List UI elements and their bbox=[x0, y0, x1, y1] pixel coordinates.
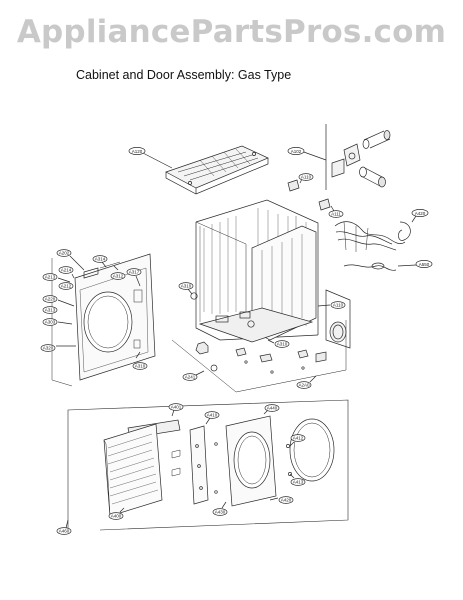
callout-duct: A102 bbox=[287, 124, 327, 190]
callout-frame-7: A320 bbox=[40, 344, 76, 352]
svg-text:A310: A310 bbox=[181, 284, 192, 289]
callout-foot-2: A2A0 bbox=[296, 375, 317, 389]
watermark-text: AppliancePartsPros.com bbox=[16, 14, 447, 50]
wiring-harness bbox=[334, 221, 411, 271]
svg-text:A313: A313 bbox=[45, 308, 56, 313]
callout-door-8: A413 bbox=[289, 473, 306, 486]
top-cover-plate bbox=[165, 145, 269, 195]
callout-cabinet-2: A110 bbox=[317, 301, 346, 309]
callout-frame-5: A313 bbox=[42, 306, 58, 314]
callout-frame-9: A312 bbox=[110, 265, 126, 280]
callout-harness-2: A550 bbox=[397, 260, 433, 268]
svg-text:A420: A420 bbox=[415, 211, 426, 216]
callout-foot-1: A241 bbox=[182, 370, 205, 381]
svg-text:A420: A420 bbox=[281, 498, 292, 503]
feet-hardware bbox=[195, 341, 327, 374]
svg-text:A111: A111 bbox=[331, 212, 341, 217]
foot-frame-lines bbox=[171, 320, 347, 393]
callout-door-9: A460 bbox=[56, 519, 72, 535]
svg-text:A214: A214 bbox=[61, 268, 72, 273]
callout-frame-top: A202 bbox=[56, 249, 85, 271]
door-panel bbox=[103, 423, 163, 517]
door-hinge-strip bbox=[171, 425, 218, 505]
callout-cabinet-1: A310 bbox=[178, 282, 194, 295]
duct-parts bbox=[331, 130, 391, 188]
callout-door-1: A401 bbox=[168, 403, 184, 417]
side-panel-parts bbox=[325, 289, 351, 349]
callout-frame-10: A317 bbox=[126, 268, 142, 287]
svg-text:A310: A310 bbox=[277, 342, 288, 347]
callout-door-6: A420 bbox=[269, 496, 294, 504]
svg-text:A110: A110 bbox=[301, 175, 312, 180]
callout-door-7: A412 bbox=[289, 434, 306, 447]
svg-text:A202: A202 bbox=[59, 251, 70, 256]
callout-frame-3: A212 bbox=[58, 282, 74, 290]
callout-frame-1: A213 bbox=[42, 273, 71, 283]
callout-frame-8: A314 bbox=[92, 255, 108, 268]
svg-text:A401: A401 bbox=[171, 405, 182, 410]
svg-text:A241: A241 bbox=[185, 375, 196, 380]
callout-cabinet-3: A310 bbox=[267, 339, 290, 348]
door-assembly-box bbox=[67, 399, 349, 532]
svg-text:A412: A412 bbox=[293, 436, 304, 441]
svg-text:A400: A400 bbox=[111, 514, 122, 519]
svg-text:A320: A320 bbox=[43, 346, 54, 351]
callout-door-4: A400 bbox=[108, 507, 125, 520]
callout-door-5: A430 bbox=[212, 501, 228, 516]
svg-text:A317: A317 bbox=[129, 270, 140, 275]
svg-text:A413: A413 bbox=[293, 480, 304, 485]
svg-text:A212: A212 bbox=[61, 284, 72, 289]
callout-door-2: A410 bbox=[204, 411, 220, 425]
callout-small-parts-1: A110 bbox=[298, 173, 314, 184]
front-frame-panel bbox=[74, 253, 156, 381]
svg-text:A2A0: A2A0 bbox=[298, 383, 310, 388]
door-glass bbox=[286, 418, 335, 482]
svg-text:A310: A310 bbox=[135, 364, 146, 369]
svg-text:A110: A110 bbox=[333, 303, 344, 308]
callout-top-cover: A120 bbox=[128, 147, 173, 169]
callout-door-3: A440 bbox=[263, 404, 280, 415]
svg-text:A430: A430 bbox=[215, 510, 226, 515]
callout-small-parts-2: A111 bbox=[328, 205, 344, 218]
callout-frame-2: A214 bbox=[58, 266, 75, 279]
callout-frame-11: A310 bbox=[132, 351, 148, 370]
svg-text:A460: A460 bbox=[59, 529, 70, 534]
svg-text:A213: A213 bbox=[45, 275, 56, 280]
svg-text:A120: A120 bbox=[132, 149, 143, 154]
callout-frame-6: A303 bbox=[42, 318, 73, 326]
diagram-title: Cabinet and Door Assembly: Gas Type bbox=[76, 68, 292, 82]
svg-text:A410: A410 bbox=[207, 413, 218, 418]
svg-text:A314: A314 bbox=[95, 257, 106, 262]
callout-harness-1: A420 bbox=[411, 209, 429, 223]
svg-text:A312: A312 bbox=[113, 274, 124, 279]
callout-frame-4: A220 bbox=[42, 295, 75, 307]
svg-text:A550: A550 bbox=[419, 262, 430, 267]
svg-text:A303: A303 bbox=[45, 320, 56, 325]
svg-text:A440: A440 bbox=[267, 406, 278, 411]
svg-text:A220: A220 bbox=[45, 297, 56, 302]
door-inner-frame bbox=[225, 415, 277, 507]
svg-text:A102: A102 bbox=[291, 149, 302, 154]
cabinet-body bbox=[190, 199, 319, 343]
small-parts bbox=[287, 179, 331, 211]
